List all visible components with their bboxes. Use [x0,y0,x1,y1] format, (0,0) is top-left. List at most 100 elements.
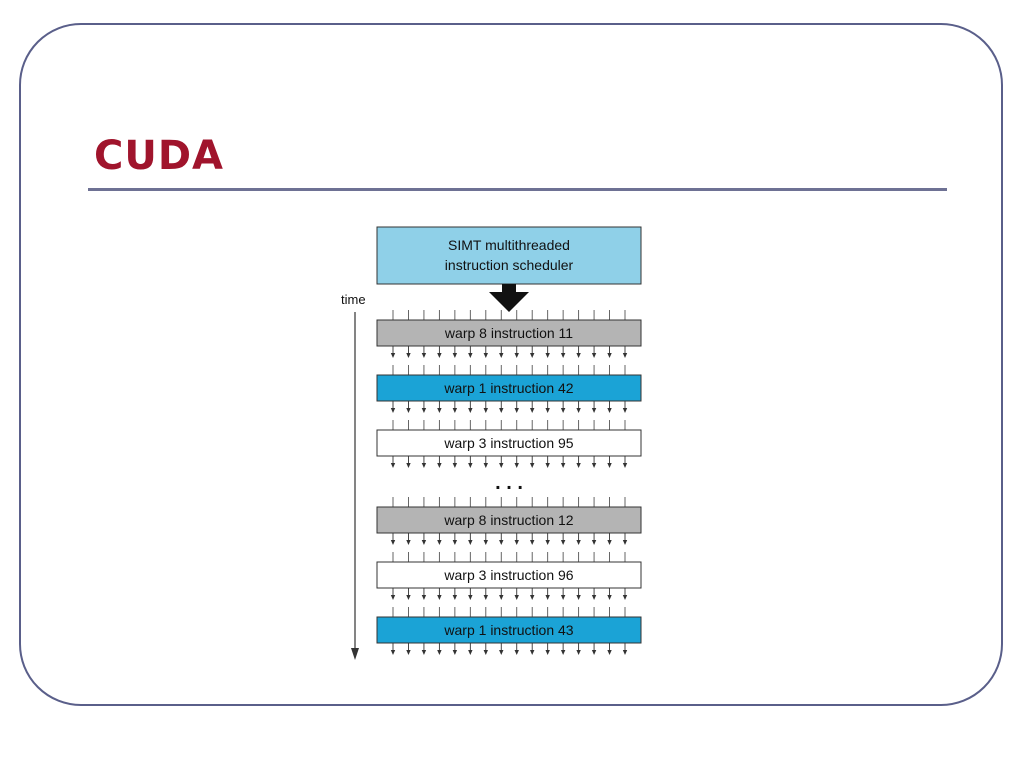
lane-output-arrowhead [530,650,535,655]
lane-output-arrowhead [406,595,411,600]
lane-output-arrowhead [514,353,519,358]
lane-output-arrowhead [530,463,535,468]
instruction-label: warp 1 instruction 42 [443,380,573,396]
lane-output-arrowhead [560,463,566,468]
slide-title: CUDA [94,133,224,179]
instruction-bars: warp 8 instruction 11 warp 1 instruction … [376,310,642,655]
lane-output-arrowhead [514,650,519,655]
lane-output-arrowhead [437,595,442,600]
lane-output-arrowhead [421,650,427,655]
lane-output-arrowhead [622,650,628,655]
lane-output-arrowhead [468,540,473,545]
lane-output-arrowhead [468,650,473,655]
instruction-rect [376,506,642,534]
instruction-rect [376,374,642,402]
lane-output-arrowhead [591,595,597,600]
lane-output-arrowhead [530,353,535,358]
lane-output-arrowhead [483,595,488,600]
instruction-rect [376,319,642,347]
lane-output-arrowhead [591,463,597,468]
lane-output-arrowhead [622,463,628,468]
instruction-label: warp 8 instruction 11 [444,325,573,341]
lane-output-arrowhead [607,408,612,413]
lane-output-arrowhead [499,540,504,545]
lane-output-arrowhead [576,650,581,655]
lane-output-arrowhead [406,540,411,545]
instruction-bar: warp 8 instruction 12 [376,497,642,545]
instruction-label: warp 3 instruction 96 [443,567,573,583]
instruction-label: warp 1 instruction 43 [443,622,573,638]
lane-output-arrowhead [591,408,597,413]
instruction-bar: warp 3 instruction 95 [376,420,642,468]
lane-output-arrowhead [622,540,628,545]
lane-output-arrowhead [545,540,550,545]
instruction-bar: warp 3 instruction 96 [376,552,642,600]
lane-output-arrowhead [468,408,473,413]
lane-output-arrowhead [576,408,581,413]
lane-output-arrowhead [576,353,581,358]
slide-frame [19,23,1003,706]
lane-output-arrowhead [421,595,427,600]
lane-output-arrowhead [437,353,442,358]
lane-output-arrowhead [390,650,396,655]
lane-output-arrowhead [622,408,628,413]
lane-output-arrowhead [560,595,566,600]
lane-output-arrowhead [560,353,566,358]
instruction-rect [376,561,642,589]
lane-output-arrowhead [452,540,458,545]
lane-output-arrowhead [483,650,488,655]
issue-arrow [489,284,529,312]
lane-output-arrowhead [452,650,458,655]
lane-output-arrowhead [499,595,504,600]
lane-output-arrowhead [437,463,442,468]
scheduler-label-line-1: SIMT multithreaded [448,237,570,253]
ellipsis: . . . [495,472,523,494]
instruction-label: warp 3 instruction 95 [443,435,573,451]
scheduler-box: SIMT multithreaded instruction scheduler [376,226,642,285]
lane-output-arrowhead [390,408,396,413]
lane-output-arrowhead [406,353,411,358]
lane-output-arrowhead [499,353,504,358]
lane-output-arrowhead [437,650,442,655]
lane-output-arrowhead [499,408,504,413]
lane-output-arrowhead [607,353,612,358]
lane-output-arrowhead [468,595,473,600]
lane-output-arrowhead [514,463,519,468]
lane-output-arrowhead [530,408,535,413]
lane-output-arrowhead [545,353,550,358]
lane-output-arrowhead [514,595,519,600]
instruction-label: warp 8 instruction 12 [443,512,573,528]
lane-output-arrowhead [390,540,396,545]
lane-output-arrowhead [437,540,442,545]
lane-output-arrowhead [514,540,519,545]
time-label: time [341,292,366,307]
time-axis-arrow [351,312,359,660]
lane-output-arrowhead [591,353,597,358]
lane-output-arrowhead [545,408,550,413]
lane-output-arrowhead [437,408,442,413]
lane-output-arrowhead [483,353,488,358]
lane-output-arrowhead [499,463,504,468]
lane-output-arrowhead [483,408,488,413]
lane-output-arrowhead [560,408,566,413]
scheduler-label-line-2: instruction scheduler [445,257,574,273]
lane-output-arrowhead [622,595,628,600]
lane-output-arrowhead [421,540,427,545]
lane-output-arrowhead [452,353,458,358]
lane-output-arrowhead [406,650,411,655]
lane-output-arrowhead [514,408,519,413]
scheduler-rect [376,226,642,285]
lane-output-arrowhead [530,595,535,600]
instruction-bar: warp 1 instruction 42 [376,365,642,413]
lane-output-arrowhead [421,408,427,413]
lane-output-arrowhead [545,463,550,468]
lane-output-arrowhead [390,595,396,600]
lane-output-arrowhead [406,463,411,468]
lane-output-arrowhead [452,408,458,413]
lane-output-arrowhead [576,595,581,600]
lane-output-arrowhead [622,353,628,358]
lane-output-arrowhead [421,353,427,358]
lane-output-arrowhead [452,595,458,600]
lane-output-arrowhead [468,353,473,358]
